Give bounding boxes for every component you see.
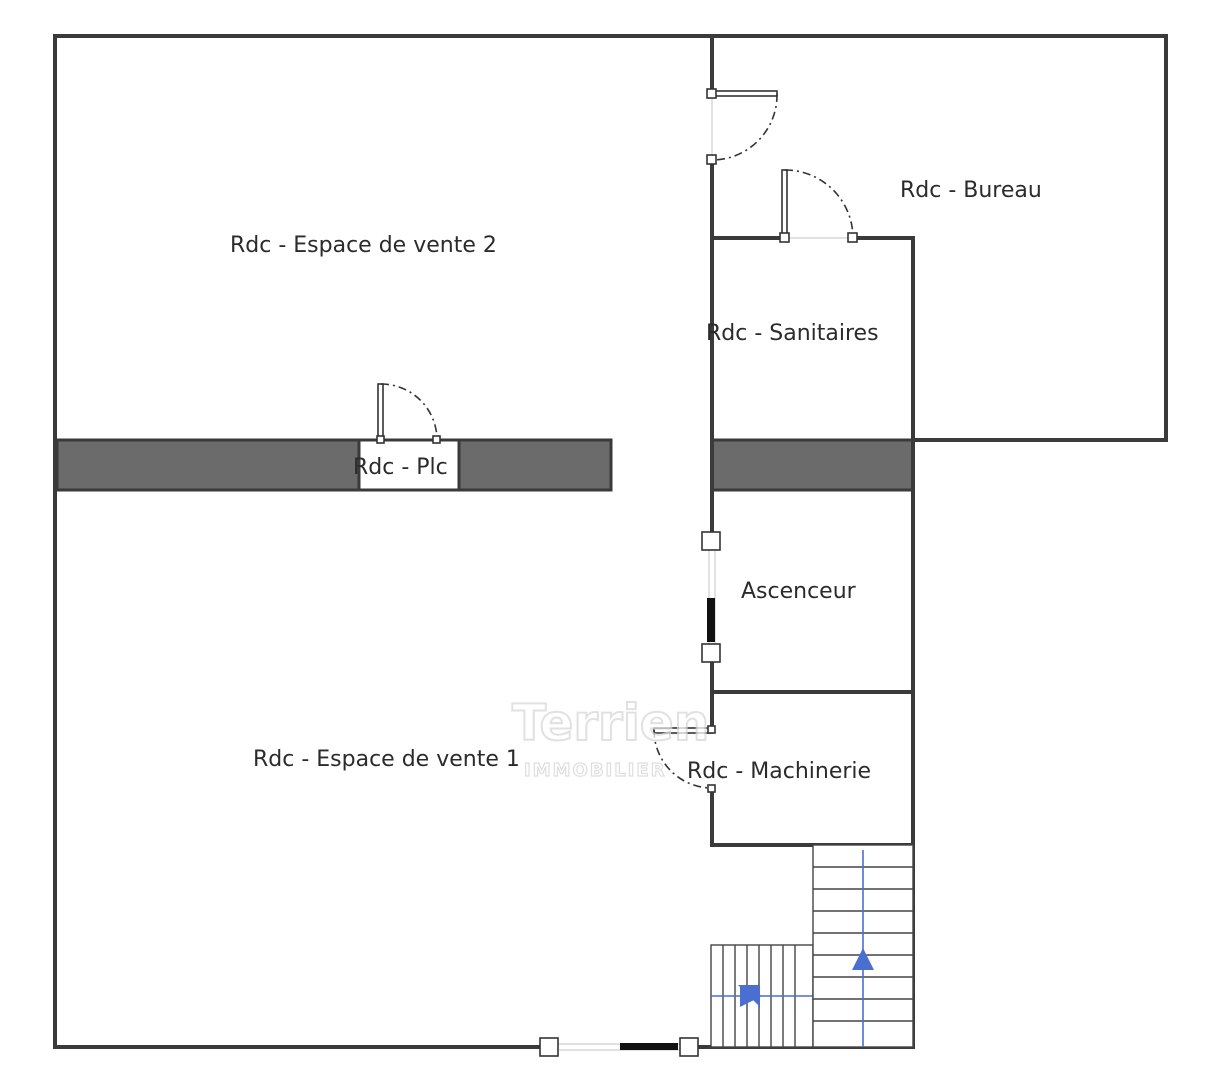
plc-room (357, 438, 461, 492)
door-hinge (706, 88, 717, 99)
room-label-espace-vente-1: Rdc - Espace de vente 1 (253, 747, 520, 772)
door-leaf-bureau (711, 90, 778, 97)
door-swing-bureau (711, 93, 778, 161)
door-swing-machinerie (653, 729, 713, 789)
lift-door-panel (707, 598, 715, 642)
room-label-bureau: Rdc - Bureau (900, 178, 1042, 203)
door-swing-sanitaires (784, 169, 854, 239)
room-label-espace-vente-2: Rdc - Espace de vente 2 (230, 233, 497, 258)
entrance-door-jamb (539, 1037, 559, 1057)
door-swing-plc (380, 383, 438, 441)
door-hinge (707, 784, 716, 793)
door-hinge (847, 232, 858, 243)
watermark-sub: IMMOBILIER (524, 760, 667, 781)
stair-arrow-right-icon (740, 985, 762, 1007)
door-leaf-plc (377, 383, 384, 441)
wall-band-left (55, 438, 361, 492)
room-label-machinerie: Rdc - Machinerie (687, 759, 871, 784)
door-hinge (706, 154, 717, 165)
entrance-door-panel (620, 1043, 678, 1050)
door-hinge (376, 435, 385, 444)
lift-door-jamb (701, 531, 721, 551)
stair-upper-flight (812, 844, 914, 1048)
door-leaf-sanitaires (781, 169, 788, 239)
door-hinge (707, 725, 716, 734)
wall-band-middle (457, 438, 613, 492)
room-label-plc: Rdc - Plc (353, 455, 448, 480)
room-label-sanitaires: Rdc - Sanitaires (706, 321, 879, 346)
stair-arrow-up-icon (852, 948, 874, 970)
entrance-door-jamb (679, 1037, 699, 1057)
room-label-ascenseur: Ascenceur (741, 579, 857, 604)
watermark-brand: Terrien (512, 694, 709, 752)
door-hinge (779, 232, 790, 243)
wall-band-right (710, 438, 915, 492)
door-hinge (432, 435, 441, 444)
lift-door-jamb (701, 643, 721, 663)
